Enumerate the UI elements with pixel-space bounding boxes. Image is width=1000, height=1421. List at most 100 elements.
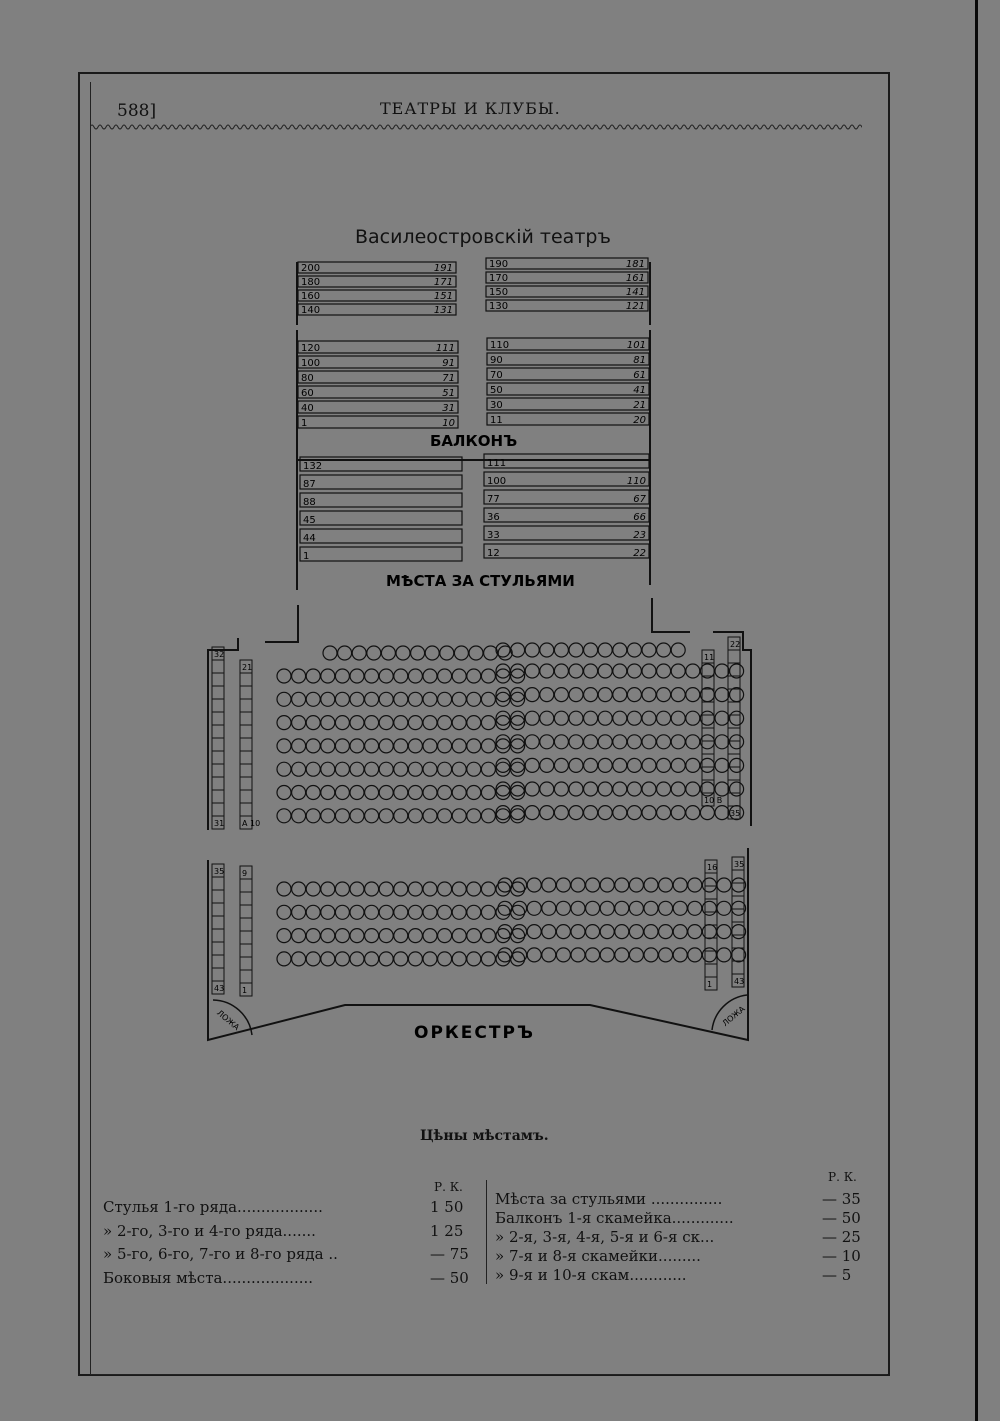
stalls-right-seat [612, 781, 628, 797]
rear-left-seat [291, 951, 307, 967]
balcony-right-row-start: 90 [490, 355, 503, 366]
rear-right-seat [555, 877, 572, 893]
stalls-left-seat [291, 668, 307, 684]
stalls-right-seat [495, 781, 511, 797]
balcony-left-row-end: 51 [442, 388, 455, 399]
stalls-right-seat [582, 710, 599, 726]
stalls-left-seat [291, 808, 307, 824]
rear-right-seat [599, 947, 615, 963]
stalls-right-seat [685, 757, 701, 774]
rear-right-seat [672, 877, 688, 893]
balcony-right-row-end: 21 [633, 400, 646, 411]
stalls-right-seat [568, 757, 584, 774]
stalls-left-seat [407, 714, 423, 731]
stalls-left-seat [291, 761, 307, 777]
stalls-right-seat [612, 663, 628, 679]
stalls-left-seat [451, 691, 467, 707]
stalls-left-r1-seat [497, 645, 513, 661]
balcony-right-row-end: 101 [627, 340, 646, 351]
rear-left-seat [364, 951, 380, 967]
stalls-right-seat [524, 757, 540, 774]
rear-left-seat [422, 927, 438, 944]
side-left-inner-lower-seat [239, 878, 253, 893]
balcony-right-row-start: 50 [490, 385, 503, 396]
stalls-right-seat [509, 734, 526, 750]
stalls-left-seat [480, 714, 496, 731]
rear-left-seat [349, 904, 365, 920]
rear-left-seat [364, 904, 380, 920]
stalls-right-seat [641, 781, 657, 797]
stalls-right-seat [641, 663, 657, 679]
side-left-outer-seat [211, 789, 225, 804]
side-left-outer-lower-seat [211, 928, 225, 943]
side-left-inner-label-top: 21 [242, 663, 252, 672]
side-left-inner-lower-seat [239, 891, 253, 906]
stalls-left-seat [466, 784, 482, 801]
balcony-right-row-start: 11 [490, 415, 503, 426]
stalls-right-seat [655, 804, 672, 821]
stalls-left-seat [466, 738, 482, 754]
rear-right-seat [599, 923, 615, 940]
side-left-outer-lower-seat [211, 954, 225, 969]
stalls-right-seat [714, 710, 730, 726]
rear-left-seat [480, 904, 496, 920]
box-label-right: ЛОЖА [721, 1004, 747, 1028]
stalls-right-seat [655, 734, 672, 750]
chairs-left-row [299, 456, 463, 472]
stalls-right-seat [670, 757, 686, 774]
stalls-right-seat [612, 710, 628, 726]
rear-right-seat [672, 923, 688, 940]
balcony-right-row-start: 30 [490, 400, 503, 411]
stalls-left-seat [422, 738, 438, 754]
stalls-left-seat [334, 808, 350, 824]
stalls-left-seat [393, 808, 409, 824]
stalls-right-seat [568, 686, 584, 703]
stalls-right-seat [626, 710, 643, 726]
stalls-right-seat [524, 781, 540, 797]
rear-left-seat [378, 927, 394, 944]
stalls-right-seat [553, 710, 570, 726]
stalls-right-seat [509, 757, 526, 774]
stalls-right-r1-seat [670, 642, 686, 658]
stalls-left-seat [466, 691, 482, 707]
stalls-left-seat [422, 784, 438, 801]
upper-left-row-start: 200 [301, 263, 320, 274]
prices-title: Цѣны мѣстамъ. [420, 1128, 549, 1144]
balcony-left-row [297, 415, 459, 429]
stalls-left-seat [305, 808, 321, 824]
side-right-inner-lower-label-bottom: 1 [707, 980, 712, 989]
stalls-right-seat [685, 734, 701, 750]
stalls-right-seat [612, 757, 628, 774]
stalls-right-seat [685, 663, 701, 679]
wavy-rule [90, 124, 862, 130]
side-left-outer-lower-seat [211, 876, 225, 891]
upper-right-row-end: 161 [626, 273, 645, 284]
chairs-label: МѢСТА ЗА СТУЛЬЯМИ [386, 572, 575, 590]
balcony-right-row-end: 81 [633, 355, 646, 366]
rear-left-seat [437, 951, 453, 967]
stalls-right-seat [612, 686, 628, 703]
rear-right-seat [730, 947, 747, 963]
stalls-right-seat [539, 663, 555, 679]
rear-left-seat [334, 904, 350, 920]
rear-left-seat [393, 927, 409, 944]
stalls-left-seat [305, 761, 321, 777]
stalls-left-seat [349, 808, 365, 824]
balcony-right-row [486, 352, 650, 366]
rear-left-seat [422, 951, 438, 967]
stalls-left-seat [509, 714, 526, 731]
rear-left-seat [291, 927, 307, 944]
chairs-left-row [299, 546, 463, 562]
rear-left-seat [451, 927, 467, 944]
stalls-left-seat [407, 668, 423, 684]
stalls-left-seat [305, 668, 321, 684]
chairs-left-row [299, 510, 463, 526]
stalls-right-seat [685, 781, 701, 797]
stalls-left-seat [466, 668, 482, 684]
stalls-right-seat [670, 686, 686, 703]
stalls-right-seat [655, 663, 672, 679]
stalls-left-r1-seat [337, 645, 353, 661]
stalls-left-seat [364, 668, 380, 684]
rear-right-seat [511, 877, 528, 893]
rear-left-seat [451, 904, 467, 920]
